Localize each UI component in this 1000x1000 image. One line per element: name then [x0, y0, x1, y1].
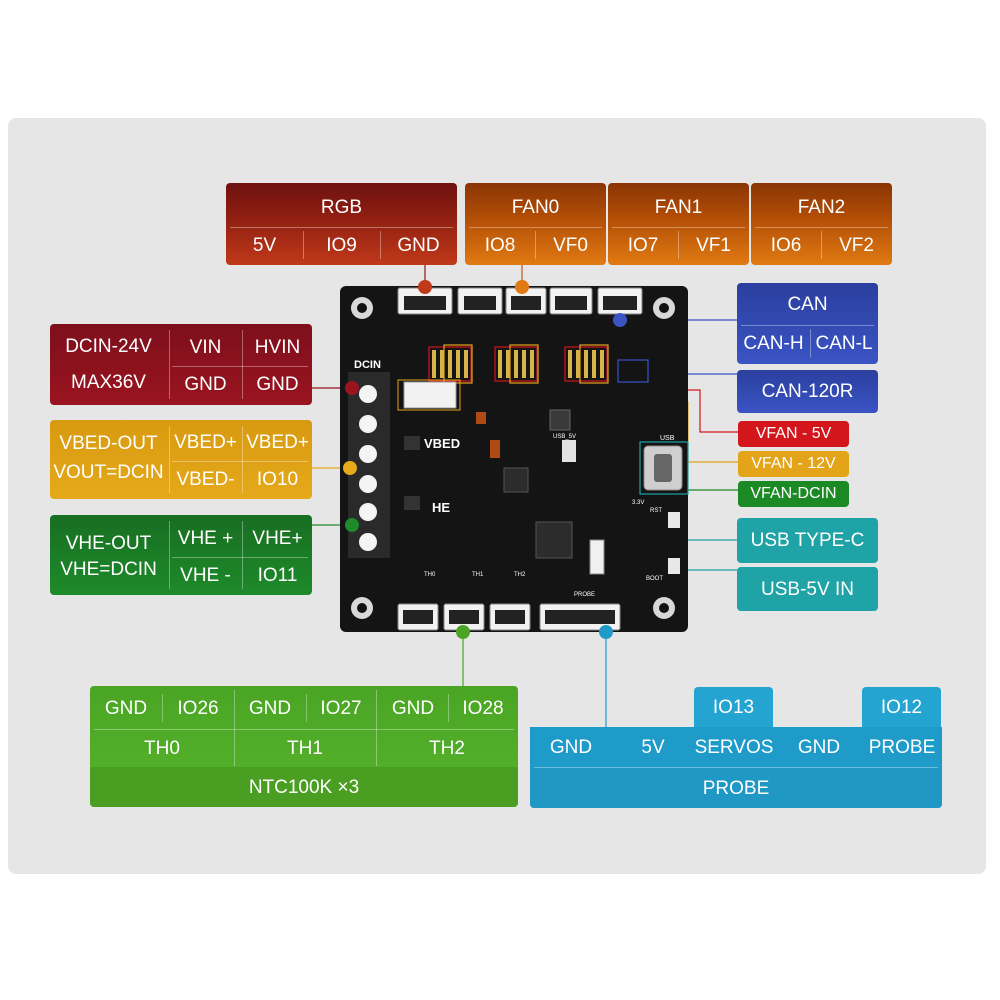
th0-pin-io26: IO26: [177, 697, 219, 719]
rgb-pin-gnd: GND: [397, 234, 440, 256]
vhe-pin-plus-2: VHE+: [252, 527, 303, 549]
fan0-pin-io8: IO8: [484, 234, 516, 256]
vhe-pin-minus: VHE -: [180, 564, 231, 586]
th0-name: TH0: [144, 737, 180, 759]
fan2-title: FAN2: [797, 196, 846, 218]
vhe-label: VHE-OUT VHE=DCIN VHE + VHE+ VHE - IO11: [50, 515, 312, 595]
dcin-voltage: DCIN-24V: [65, 335, 152, 357]
rgb-pin-5v: 5V: [252, 234, 277, 256]
probe-pin-probe: PROBE: [868, 736, 936, 758]
thermistor-label: GND IO26 GND IO27 GND IO28 TH0 TH1 TH2 N…: [90, 686, 518, 807]
vbed-pin-plus-2: VBED+: [246, 431, 309, 453]
usb-5v-in-label: USB-5V IN: [737, 567, 878, 611]
vbed-pin-plus-1: VBED+: [174, 431, 237, 453]
fan1-title: FAN1: [654, 196, 703, 218]
probe-pin-gnd-2: GND: [797, 736, 841, 758]
fan0-connector-label: FAN0 IO8 VF0: [465, 183, 606, 265]
io13-text: IO13: [712, 696, 755, 718]
dcin-max: MAX36V: [71, 371, 146, 393]
dcin-pin-hvin: HVIN: [254, 336, 301, 358]
fan1-pin-vf1: VF1: [696, 234, 731, 256]
probe-pin-gnd-1: GND: [549, 736, 593, 758]
vfan-5v-tag: VFAN - 5V: [738, 421, 849, 447]
probe-label: GND 5V SERVOS GND PROBE PROBE: [530, 727, 942, 808]
th1-pin-io27: IO27: [320, 697, 362, 719]
usb-type-c-label: USB TYPE-C: [737, 518, 878, 563]
can-label: CAN CAN-H CAN-L: [737, 283, 878, 364]
can-pin-h: CAN-H: [743, 333, 804, 354]
fan2-pin-io6: IO6: [770, 234, 802, 256]
rgb-connector-label: RGB 5V IO9 GND: [226, 183, 457, 265]
vbed-label: VBED-OUT VOUT=DCIN VBED+ VBED+ VBED- IO1…: [50, 420, 312, 499]
vbed-pin-io10: IO10: [256, 468, 299, 490]
th0-pin-gnd: GND: [104, 697, 148, 719]
fan2-connector-label: FAN2 IO6 VF2: [751, 183, 892, 265]
io12-tag: IO12: [862, 687, 941, 727]
rgb-title: RGB: [320, 196, 363, 218]
vhe-pin-io11: IO11: [257, 564, 298, 586]
fan1-pin-io7: IO7: [627, 234, 659, 256]
probe-pin-servos: SERVOS: [694, 736, 774, 758]
vfan-12v-tag: VFAN - 12V: [738, 451, 849, 477]
ntc-footer: NTC100K ×3: [248, 776, 360, 798]
dcin-pin-gnd-2: GND: [256, 373, 299, 395]
fan0-pin-vf0: VF0: [553, 234, 588, 256]
can-120r-text: CAN-120R: [761, 381, 854, 402]
can-pin-l: CAN-L: [815, 333, 873, 354]
dcin-label: DCIN-24V MAX36V VIN HVIN GND GND: [50, 324, 312, 405]
vfan-dcin-tag: VFAN-DCIN: [738, 481, 849, 507]
vhe-out: VHE-OUT: [65, 532, 152, 554]
can-title: CAN: [787, 293, 828, 315]
probe-pin-5v: 5V: [641, 736, 665, 758]
fan2-pin-vf2: VF2: [839, 234, 874, 256]
th1-name: TH1: [287, 737, 323, 759]
probe-footer: PROBE: [702, 777, 770, 799]
vbed-vout: VOUT=DCIN: [53, 461, 164, 483]
th1-pin-gnd: GND: [248, 697, 292, 719]
vbed-pin-minus: VBED-: [176, 468, 235, 490]
th2-pin-io28: IO28: [462, 697, 504, 719]
usb-5v-in-text: USB-5V IN: [761, 578, 854, 600]
fan1-connector-label: FAN1 IO7 VF1: [608, 183, 749, 265]
dcin-pin-vin: VIN: [189, 336, 222, 358]
io12-text: IO12: [880, 696, 923, 718]
fan0-title: FAN0: [511, 196, 560, 218]
can-120r-label: CAN-120R: [737, 370, 878, 413]
io13-tag: IO13: [694, 687, 773, 727]
vhe-pin-plus-1: VHE +: [177, 527, 234, 549]
vhe-dcin: VHE=DCIN: [60, 558, 157, 580]
dcin-pin-gnd-1: GND: [184, 373, 227, 395]
th2-name: TH2: [429, 737, 465, 759]
th2-pin-gnd: GND: [391, 697, 435, 719]
usb-type-c-text: USB TYPE-C: [750, 530, 865, 551]
vbed-out: VBED-OUT: [59, 432, 158, 454]
rgb-pin-io9: IO9: [326, 234, 357, 256]
